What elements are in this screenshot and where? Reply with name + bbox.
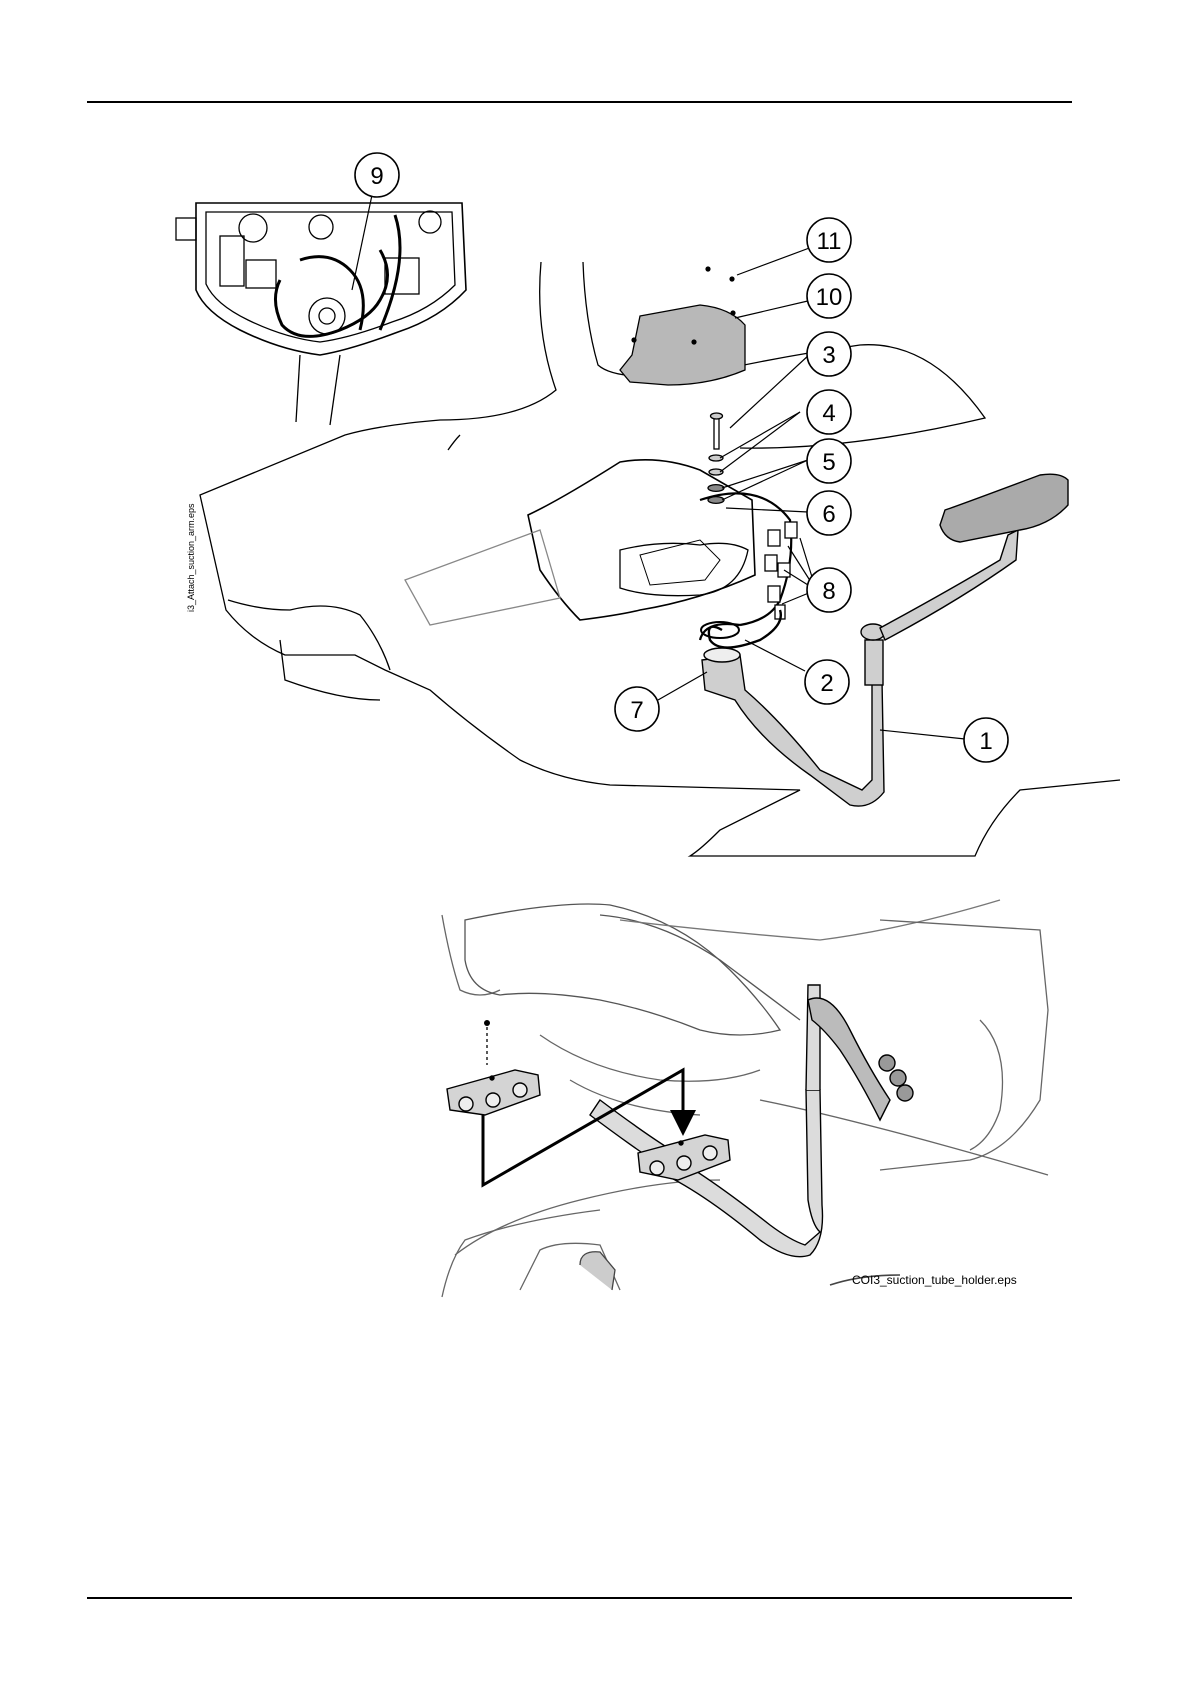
- callout-1: 1: [979, 728, 992, 755]
- unit-housing: [405, 460, 791, 640]
- holder-screw: [484, 1020, 490, 1065]
- arm-cable: [709, 610, 781, 648]
- holder-arm: [590, 985, 913, 1257]
- callout-11: 11: [817, 228, 842, 255]
- figure2-filename: COI3_suction_tube_holder.eps: [852, 1273, 1017, 1287]
- callout-2: 2: [820, 670, 833, 697]
- callout-7: 7: [630, 697, 643, 724]
- figure-attach-suction-arm: 1 2 3 4 5 6 7 8 9 10 11 i3_Attach_suctio…: [176, 153, 1120, 856]
- callout-4: 4: [822, 400, 835, 427]
- bolt-and-washers: [708, 413, 724, 503]
- figure-suction-tube-holder: COI3_suction_tube_holder.eps: [442, 900, 1048, 1297]
- callout-9: 9: [370, 163, 383, 190]
- callout-5: 5: [822, 449, 835, 476]
- cable-connectors: [765, 522, 797, 619]
- callout-3: 3: [822, 342, 835, 369]
- cover-plate: [620, 305, 745, 385]
- inset-unit-underside: [176, 203, 466, 425]
- callout-10: 10: [816, 284, 843, 311]
- callout-6: 6: [822, 501, 835, 528]
- tube-holder-detached: [447, 1070, 540, 1115]
- figure1-filename: i3_Attach_suction_arm.eps: [186, 503, 196, 612]
- callout-8: 8: [822, 578, 835, 605]
